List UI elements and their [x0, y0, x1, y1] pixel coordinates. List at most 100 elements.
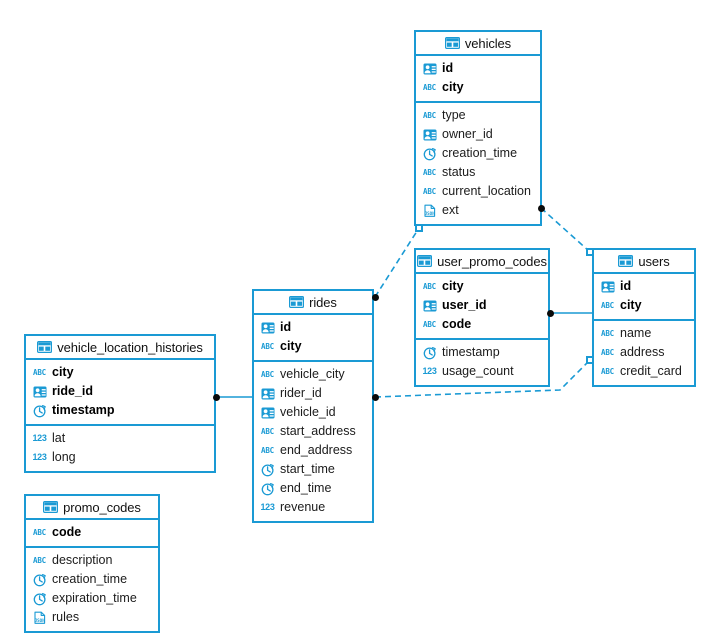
primary-key-field[interactable]: ABC city	[416, 78, 540, 97]
column-field[interactable]: expiration_time	[26, 589, 158, 608]
field-label: type	[442, 108, 466, 123]
edge-endpoint-dot-rides-to-vehicles	[371, 293, 379, 301]
id-card-icon	[32, 385, 47, 399]
abc-icon: ABC	[601, 366, 614, 376]
edge-endpoint-dot-rides-to-users	[371, 393, 379, 401]
field-label: ext	[442, 203, 459, 218]
edge-endpoint-dot-vehicle_location_histories-to-rides	[212, 393, 220, 401]
clock-icon	[32, 592, 47, 606]
table-icon	[37, 341, 53, 353]
table-icon	[289, 296, 305, 308]
table-icon	[444, 37, 460, 49]
entity-header-vehicle_location_histories[interactable]: vehicle_location_histories	[26, 336, 214, 360]
edge-endpoint-dot-user_promo_codes-to-users	[546, 309, 554, 317]
primary-key-field[interactable]: id	[594, 277, 694, 296]
column-field[interactable]: owner_id	[416, 125, 540, 144]
table-icon	[43, 501, 59, 513]
field-label: id	[442, 61, 454, 76]
entity-title: users	[638, 253, 670, 269]
field-label: city	[52, 365, 74, 380]
field-label: rules	[52, 610, 80, 625]
entity-title: promo_codes	[63, 499, 141, 515]
field-label: revenue	[280, 500, 326, 515]
id-card-icon	[260, 321, 275, 335]
column-field[interactable]: start_time	[254, 460, 372, 479]
primary-key-field[interactable]: ride_id	[26, 382, 214, 401]
abc-icon: ABC	[423, 82, 436, 92]
abc-icon: ABC	[261, 369, 274, 379]
field-label: address	[620, 345, 665, 360]
column-field[interactable]: 123 long	[26, 448, 214, 467]
field-label: owner_id	[442, 127, 493, 142]
column-field[interactable]: JSON ext	[416, 201, 540, 220]
column-field[interactable]: vehicle_id	[254, 403, 372, 422]
field-label: city	[442, 80, 464, 95]
entity-title: vehicle_location_histories	[57, 339, 203, 355]
field-label: long	[52, 450, 76, 465]
123-icon: 123	[32, 452, 47, 462]
entity-header-vehicles[interactable]: vehicles	[416, 32, 540, 56]
primary-key-field[interactable]: id	[416, 59, 540, 78]
field-label: creation_time	[52, 572, 128, 587]
field-label: creation_time	[442, 146, 518, 161]
field-label: city	[280, 339, 302, 354]
column-field[interactable]: rider_id	[254, 384, 372, 403]
column-field[interactable]: timestamp	[416, 343, 548, 362]
field-label: current_location	[442, 184, 531, 199]
field-label: timestamp	[52, 403, 115, 418]
entity-header-users[interactable]: users	[594, 250, 694, 274]
primary-key-field[interactable]: user_id	[416, 296, 548, 315]
column-field[interactable]: creation_time	[26, 570, 158, 589]
edge-endpoint-square-rides-to-users	[586, 356, 594, 364]
field-label: status	[442, 165, 476, 180]
abc-icon: ABC	[261, 341, 274, 351]
primary-key-field[interactable]: timestamp	[26, 401, 214, 420]
entity-title: user_promo_codes	[437, 253, 547, 269]
column-field[interactable]: ABC address	[594, 343, 694, 362]
primary-key-field[interactable]: ABC city	[254, 337, 372, 356]
entity-header-user_promo_codes[interactable]: user_promo_codes	[416, 250, 548, 274]
abc-icon: ABC	[601, 347, 614, 357]
field-label: city	[620, 298, 642, 313]
entity-header-promo_codes[interactable]: promo_codes	[26, 496, 158, 520]
svg-text:JSON: JSON	[424, 211, 435, 216]
column-field[interactable]: creation_time	[416, 144, 540, 163]
entity-header-rides[interactable]: rides	[254, 291, 372, 315]
relationship-edge-rides-to-vehicles[interactable]	[374, 227, 420, 298]
column-field[interactable]: end_time	[254, 479, 372, 498]
primary-key-field[interactable]: id	[254, 318, 372, 337]
relationship-edge-vehicles-to-users[interactable]	[540, 207, 591, 253]
id-card-icon	[260, 387, 275, 401]
field-label: id	[620, 279, 632, 294]
